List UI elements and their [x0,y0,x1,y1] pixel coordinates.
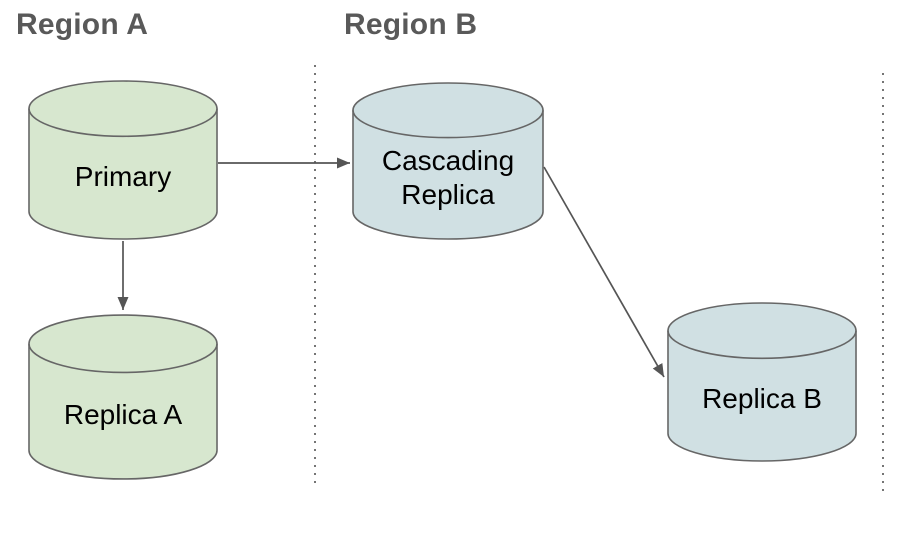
database-cylinder-icon [352,82,544,240]
region-a-label: Region A [16,8,149,41]
primary-node[interactable]: Primary [28,80,218,240]
primary-node-label: Primary [74,161,172,192]
replica-b-node-label: Replica B [702,383,822,414]
replica-b-node[interactable]: Replica B [667,302,857,462]
database-cylinder-icon [667,302,857,462]
database-cylinder-icon [28,80,218,240]
replica-a-node[interactable]: Replica A [28,314,218,480]
region-b-label: Region B [344,8,478,41]
database-cylinder-icon [28,314,218,480]
replica-a-node-label: Replica A [63,398,183,430]
cascading-replica-node-label: Cascading Replica [381,144,515,210]
arrow-cascading-replica-to-replica-b [543,166,665,378]
cascading-replica-node[interactable]: Cascading Replica [352,82,544,240]
